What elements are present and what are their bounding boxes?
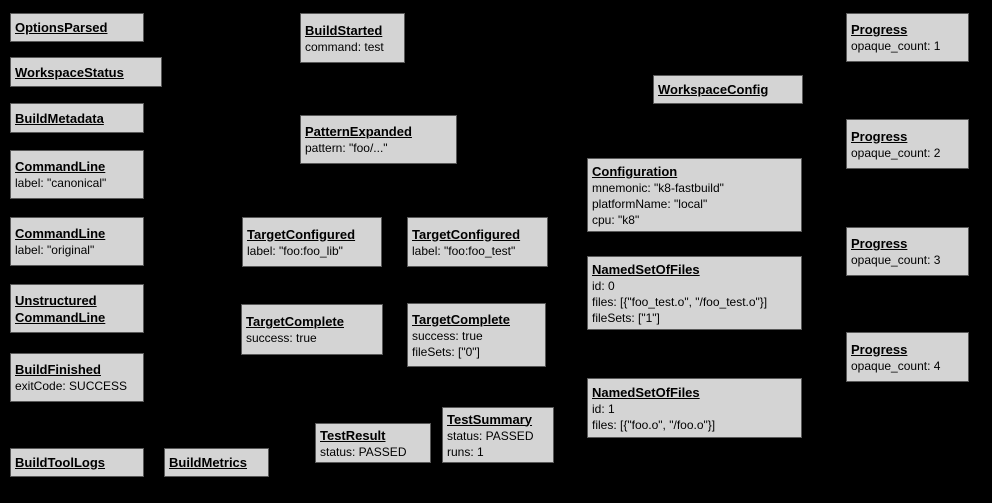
node-detail: opaque_count: 2 — [851, 145, 941, 160]
node-title: CommandLine — [15, 309, 106, 325]
node-detail: files: [{"foo_test.o", "/foo_test.o"}] — [592, 294, 768, 309]
node-title: BuildMetadata — [15, 110, 104, 126]
node-detail: label: "foo:foo_test" — [412, 243, 516, 258]
node-title: Progress — [851, 236, 908, 251]
node-detail: label: "canonical" — [15, 176, 107, 190]
node-title: Progress — [851, 341, 908, 357]
node-title: Configuration — [592, 163, 678, 179]
node-build-metrics: BuildMetrics — [164, 448, 269, 477]
node-title: PatternExpanded — [305, 124, 412, 139]
node-title: TargetComplete — [246, 314, 344, 329]
node-title: WorkspaceStatus — [15, 64, 124, 80]
node-command-line-original: CommandLine label: "original" — [10, 217, 144, 266]
node-detail: id: 1 — [592, 401, 615, 416]
node-title: TargetConfigured — [412, 226, 521, 242]
node-detail: label: "original" — [15, 243, 95, 257]
node-detail: opaque_count: 1 — [851, 39, 941, 53]
node-title: NamedSetOfFiles — [592, 384, 700, 400]
node-title: OptionsParsed — [15, 20, 108, 35]
node-title: BuildToolLogs — [15, 455, 106, 470]
node-detail: opaque_count: 3 — [851, 253, 941, 267]
node-detail: runs: 1 — [447, 444, 484, 459]
node-detail: fileSets: ["1"] — [592, 310, 660, 325]
node-detail: opaque_count: 4 — [851, 358, 941, 373]
node-detail: success: true — [246, 331, 317, 345]
node-detail: id: 0 — [592, 278, 615, 293]
node-title: CommandLine — [15, 226, 106, 241]
node-progress-3: Progress opaque_count: 3 — [846, 227, 969, 276]
node-detail: exitCode: SUCCESS — [15, 379, 128, 393]
node-detail: command: test — [305, 39, 384, 54]
node-detail: platformName: "local" — [592, 196, 708, 211]
node-title: BuildFinished — [15, 362, 101, 377]
node-title: BuildStarted — [305, 22, 383, 38]
node-title: TargetConfigured — [247, 226, 356, 242]
node-pattern-expanded: PatternExpanded pattern: "foo/..." — [300, 115, 457, 164]
node-build-metadata: BuildMetadata — [10, 103, 144, 133]
node-title: Unstructured — [15, 292, 97, 308]
node-detail: files: [{"foo.o", "/foo.o"}] — [592, 417, 716, 432]
node-build-tool-logs: BuildToolLogs — [10, 448, 144, 477]
node-title: BuildMetrics — [169, 455, 248, 470]
node-title: TestResult — [320, 427, 386, 443]
node-detail: mnemonic: "k8-fastbuild" — [592, 180, 724, 195]
node-title: TargetComplete — [412, 311, 510, 327]
node-detail: pattern: "foo/..." — [305, 141, 388, 155]
node-title: Progress — [851, 128, 908, 144]
node-title: TestSummary — [447, 411, 533, 427]
node-detail: status: PASSED — [320, 444, 407, 459]
node-build-finished: BuildFinished exitCode: SUCCESS — [10, 353, 144, 402]
node-title: WorkspaceConfig — [658, 82, 769, 97]
node-options-parsed: OptionsParsed — [10, 13, 144, 42]
node-detail: fileSets: ["0"] — [412, 344, 480, 359]
node-detail: label: "foo:foo_lib" — [247, 243, 343, 258]
node-detail: status: PASSED — [447, 428, 534, 443]
node-title: Progress — [851, 22, 908, 37]
node-detail: success: true — [412, 328, 483, 343]
node-workspace-config: WorkspaceConfig — [653, 75, 803, 104]
node-workspace-status: WorkspaceStatus — [10, 57, 162, 87]
node-target-complete-lib: TargetComplete success: true — [241, 304, 383, 355]
node-progress-1: Progress opaque_count: 1 — [846, 13, 969, 62]
node-title: CommandLine — [15, 159, 106, 174]
node-detail: cpu: "k8" — [592, 212, 640, 227]
node-command-line-canonical: CommandLine label: "canonical" — [10, 150, 144, 199]
node-title: NamedSetOfFiles — [592, 261, 700, 277]
